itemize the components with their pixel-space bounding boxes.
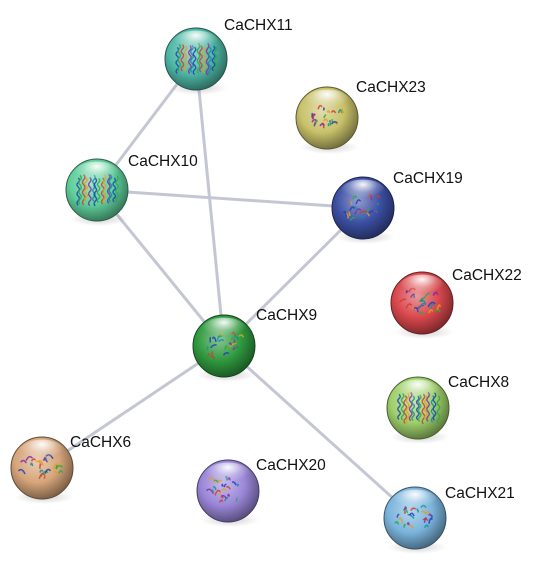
node-cachx20[interactable]: CaCHX20 <box>196 457 326 527</box>
node-cachx11[interactable]: CaCHX11 <box>164 17 293 95</box>
node-highlight <box>340 179 386 205</box>
edge-cachx9-cachx21 <box>222 344 417 520</box>
node-highlight <box>201 317 247 343</box>
edge-cachx11-cachx9 <box>194 57 226 348</box>
node-label: CaCHX23 <box>356 79 426 96</box>
node-cachx23[interactable]: CaCHX23 <box>295 79 426 154</box>
node-highlight <box>395 379 441 405</box>
node-label: CaCHX9 <box>256 307 317 324</box>
node-highlight <box>74 161 120 187</box>
node-label: CaCHX19 <box>393 170 463 187</box>
node-cachx22[interactable]: CaCHX22 <box>390 267 522 339</box>
node-cachx19[interactable]: CaCHX19 <box>331 170 463 244</box>
node-highlight <box>173 30 219 56</box>
node-label: CaCHX21 <box>445 485 515 502</box>
node-cachx10[interactable]: CaCHX10 <box>65 153 198 226</box>
node-highlight <box>304 89 350 115</box>
edge-cachx10-cachx19 <box>95 188 365 210</box>
node-label: CaCHX10 <box>128 153 198 170</box>
node-highlight <box>392 489 438 515</box>
node-label: CaCHX8 <box>448 374 509 391</box>
node-layer: CaCHX11CaCHX23CaCHX10CaCHX19CaCHX22CaCHX… <box>10 17 522 554</box>
node-label: CaCHX20 <box>256 457 326 474</box>
edge-cachx19-cachx9 <box>222 206 365 348</box>
node-highlight <box>205 462 251 488</box>
edge-cachx9-cachx6 <box>40 344 226 470</box>
node-cachx9[interactable]: CaCHX9 <box>192 307 317 382</box>
node-cachx21[interactable]: CaCHX21 <box>383 485 515 554</box>
node-label: CaCHX11 <box>224 17 293 34</box>
node-highlight <box>399 274 445 300</box>
node-highlight <box>19 439 65 465</box>
node-cachx6[interactable]: CaCHX6 <box>10 434 131 504</box>
node-label: CaCHX22 <box>452 267 522 284</box>
node-cachx8[interactable]: CaCHX8 <box>386 374 509 444</box>
node-label: CaCHX6 <box>70 434 131 451</box>
